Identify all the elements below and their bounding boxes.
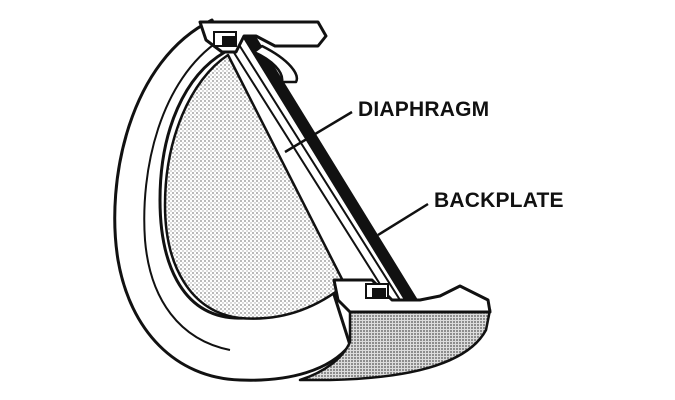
diaphragm-leader-line — [284, 110, 353, 154]
backplate — [238, 30, 418, 300]
diaphragm-label: DIAPHRAGM — [358, 98, 490, 121]
top-clamp-block-inner — [222, 36, 236, 46]
backplate-label: BACKPLATE — [434, 189, 564, 212]
bottom-clamp-block-inner — [372, 288, 386, 298]
top-clamp-shoulder — [252, 44, 299, 84]
diaphragm-face — [163, 53, 347, 320]
housing-inner-rim — [143, 39, 231, 351]
housing-cut-surface-bottom — [298, 308, 492, 382]
backplate-leader-line — [377, 202, 429, 237]
